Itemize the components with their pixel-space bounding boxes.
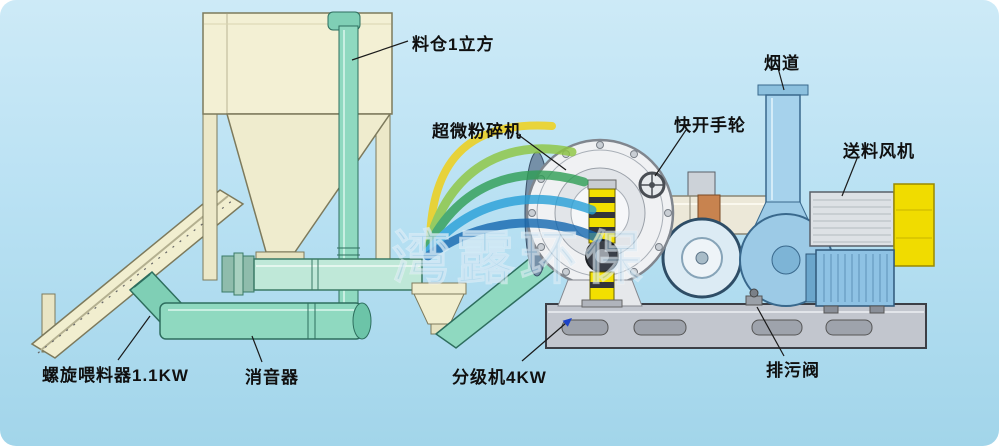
leader-screw-feeder [117, 315, 151, 361]
coupling-ring [661, 217, 743, 299]
label-flue: 烟道 [764, 54, 800, 73]
belt-guard [893, 183, 935, 267]
classifier-arrow-icon [562, 318, 572, 327]
leader-flue [777, 67, 785, 91]
inclined-screw-conveyor [30, 189, 245, 359]
label-feed-fan: 送料风机 [843, 142, 915, 161]
discharge-hopper [411, 282, 467, 335]
leader-pulverizer [515, 132, 567, 171]
label-handwheel: 快开手轮 [674, 116, 746, 135]
silo-vent-pipe [327, 11, 361, 311]
label-drain-valve: 排污阀 [766, 361, 820, 380]
handwheel [638, 171, 666, 199]
label-classifier: 分级机4KW [452, 368, 547, 387]
leader-muffler [251, 335, 263, 363]
fan-casing [809, 191, 895, 247]
screw-feeder-tube [221, 252, 423, 296]
leader-drain-valve [756, 306, 785, 357]
leader-classifier [521, 322, 567, 362]
drain-valve [745, 288, 763, 306]
watermark-text: 湾露环保 [392, 226, 648, 291]
flue-stack [757, 84, 809, 204]
classifier [581, 179, 623, 308]
leader-handwheel [654, 129, 687, 177]
leader-silo [351, 40, 409, 61]
watermark-swoosh-logo [423, 121, 603, 261]
silo [202, 12, 393, 281]
label-silo: 料仓1立方 [412, 35, 495, 54]
label-muffler: 消音器 [245, 368, 299, 387]
muffler [128, 270, 372, 340]
base-platform [545, 303, 927, 349]
watermark: 湾露环保 [392, 121, 648, 292]
label-pulverizer: 超微粉碎机 [432, 122, 522, 141]
leader-feed-fan [841, 155, 859, 197]
label-screw-feeder: 螺旋喂料器1.1KW [42, 366, 189, 385]
leader-lines [117, 40, 859, 363]
motor-fins [823, 254, 888, 302]
louver-lines [813, 199, 891, 243]
fan-motor [805, 249, 895, 314]
